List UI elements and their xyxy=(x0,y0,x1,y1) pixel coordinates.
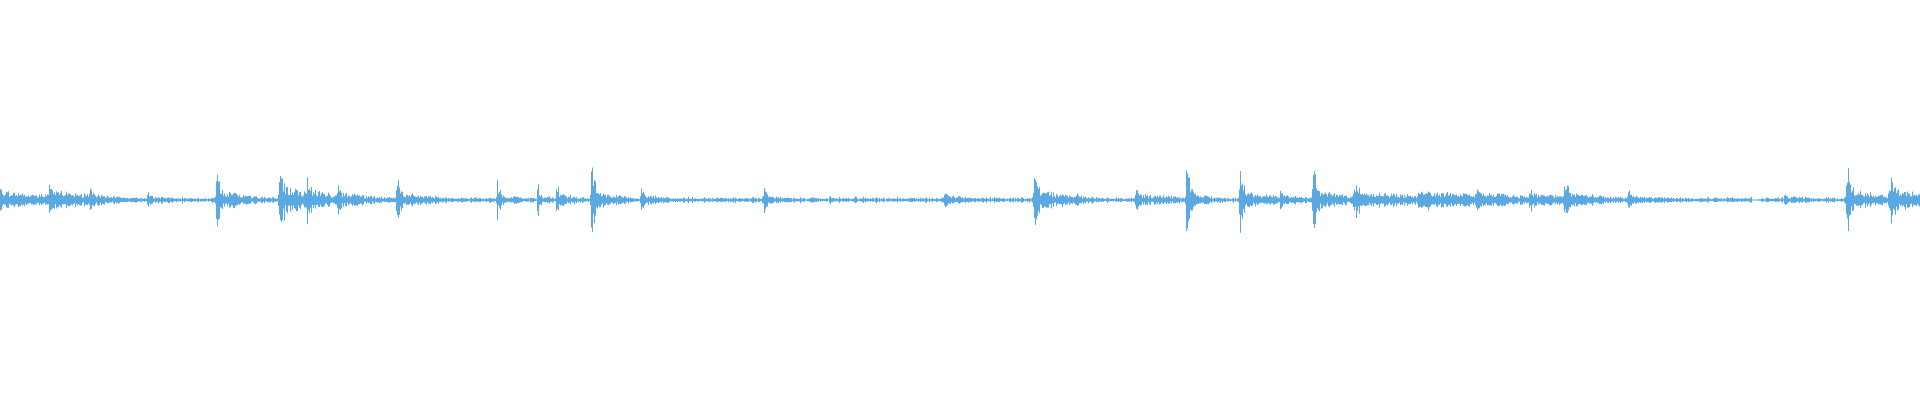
waveform-bars xyxy=(0,167,1920,233)
waveform-amplitude-trace xyxy=(0,167,1920,233)
